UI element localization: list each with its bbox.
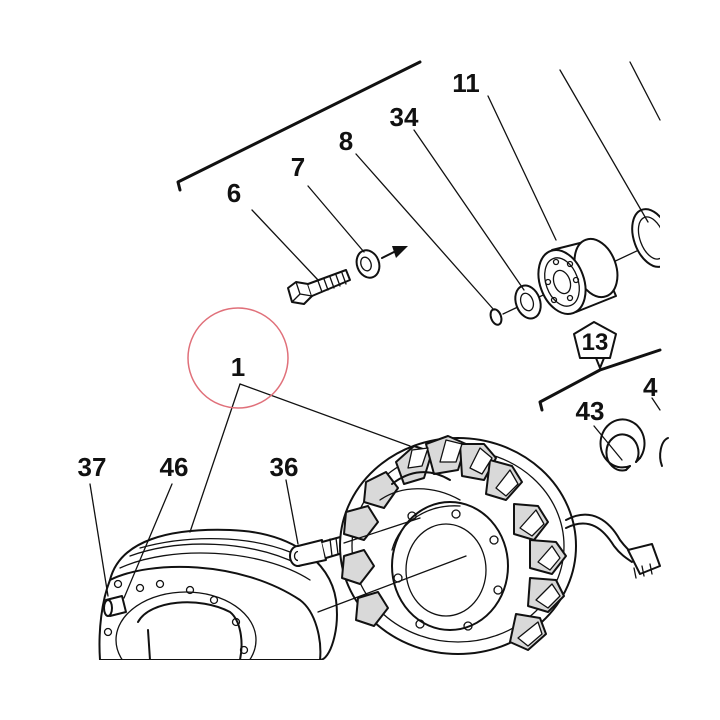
callout-4: 4 — [643, 372, 658, 402]
partial-part-4 — [659, 437, 669, 467]
callout-34: 34 — [390, 102, 419, 132]
hex-screw-part-6 — [287, 269, 351, 305]
dowel-pin-part-37 — [103, 595, 127, 617]
bearing-part-11 — [537, 237, 619, 315]
callout-11: 11 — [452, 68, 480, 98]
washer-part-34 — [514, 284, 542, 320]
washer-part-7 — [355, 249, 381, 279]
circlip-part-8 — [489, 308, 503, 326]
callout-7: 7 — [291, 152, 305, 182]
socket-screw-part-36 — [289, 535, 347, 567]
callout-37: 37 — [78, 452, 107, 482]
callout-13: 13 — [582, 329, 609, 356]
callout-43: 43 — [576, 396, 605, 426]
rotor-housing — [98, 528, 338, 689]
screw-axis-line — [343, 517, 421, 544]
upper-group-bracket — [176, 60, 422, 192]
direction-arrow — [381, 246, 408, 259]
callout-6: 6 — [227, 178, 241, 208]
highlight-circle — [187, 307, 289, 409]
circlip-part-43 — [599, 418, 646, 472]
pentagon-pointer — [595, 357, 605, 369]
callout-36: 36 — [270, 452, 299, 482]
leader-lines — [89, 61, 661, 599]
stator-assembly — [339, 435, 661, 655]
bearing-second-partial — [631, 190, 720, 290]
callout-1: 1 — [231, 352, 245, 382]
lower-group-bracket — [538, 348, 662, 412]
callout-46: 46 — [160, 452, 189, 482]
callout-8: 8 — [339, 126, 353, 156]
rotor-axis-line — [317, 555, 467, 613]
